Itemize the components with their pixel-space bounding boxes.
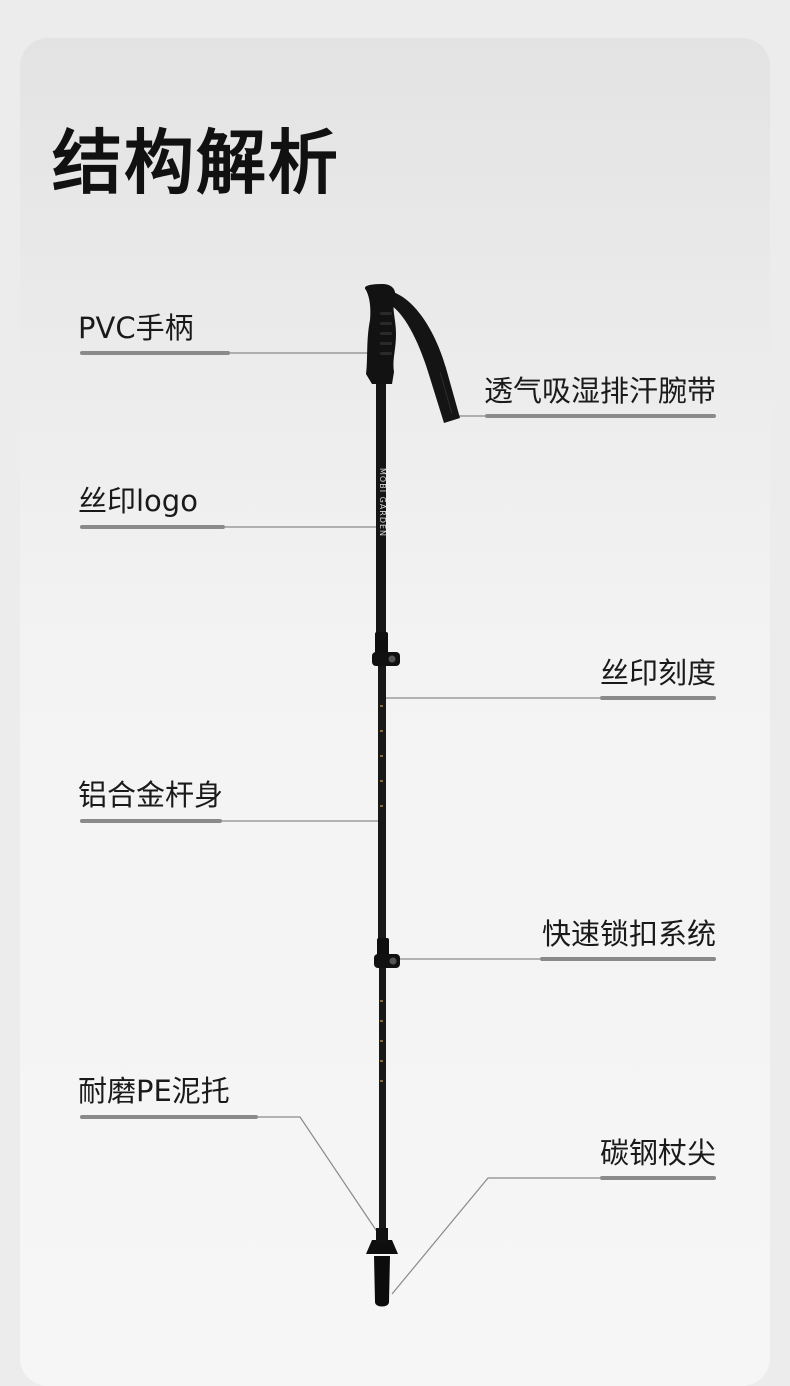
page-title: 结构解析: [52, 122, 340, 204]
callout-logo-label: 丝印logo: [78, 484, 198, 518]
callout-tip-label: 碳钢杖尖: [599, 1136, 716, 1170]
callout-logo-underline: [80, 525, 225, 529]
lock-lever-lower[interactable]: [374, 954, 400, 968]
mud-basket: [366, 1240, 398, 1254]
wrist-strap: [392, 292, 460, 423]
callout-strap-label: 透气吸湿排汗腕带: [483, 374, 716, 408]
content-panel: [20, 38, 770, 1386]
callout-handle-underline: [80, 351, 230, 355]
callout-lock-underline: [540, 957, 716, 961]
callout-handle-label: PVC手柄: [78, 311, 194, 345]
callout-scale-label: 丝印刻度: [599, 656, 716, 690]
callout-scale-underline: [600, 696, 716, 700]
callout-basket-underline: [80, 1115, 258, 1119]
scale-marks: [380, 705, 383, 807]
strap-stitch: [439, 371, 453, 415]
callout-strap-underline: [485, 414, 716, 418]
callout-tip-underline: [600, 1176, 716, 1180]
callout-shaft-label: 铝合金杆身: [78, 778, 224, 812]
handle-ridges: [380, 312, 392, 355]
pole-upper-section: [376, 384, 386, 634]
leader-lines: [222, 352, 600, 1295]
callout-lock-label: 快速锁扣系统: [541, 917, 716, 951]
brand-print: MOBI GARDEN: [378, 468, 387, 537]
lock-screw-icon: [389, 957, 397, 965]
pole-lower-section: [379, 968, 386, 1238]
callout-shaft-underline: [80, 819, 222, 823]
callout-basket-label: 耐磨PE泥托: [78, 1074, 230, 1108]
scale-marks-lower: [380, 1000, 383, 1082]
leader-line-tip: [391, 1177, 600, 1295]
pole-middle-section: [378, 666, 386, 942]
lock-screw-icon: [388, 655, 396, 663]
lock-lever-upper[interactable]: [372, 652, 400, 666]
basket-collar: [376, 1228, 388, 1242]
leader-line-basket: [258, 1116, 381, 1237]
lock-collar-upper: [375, 632, 388, 658]
pole-tip: [374, 1256, 390, 1307]
